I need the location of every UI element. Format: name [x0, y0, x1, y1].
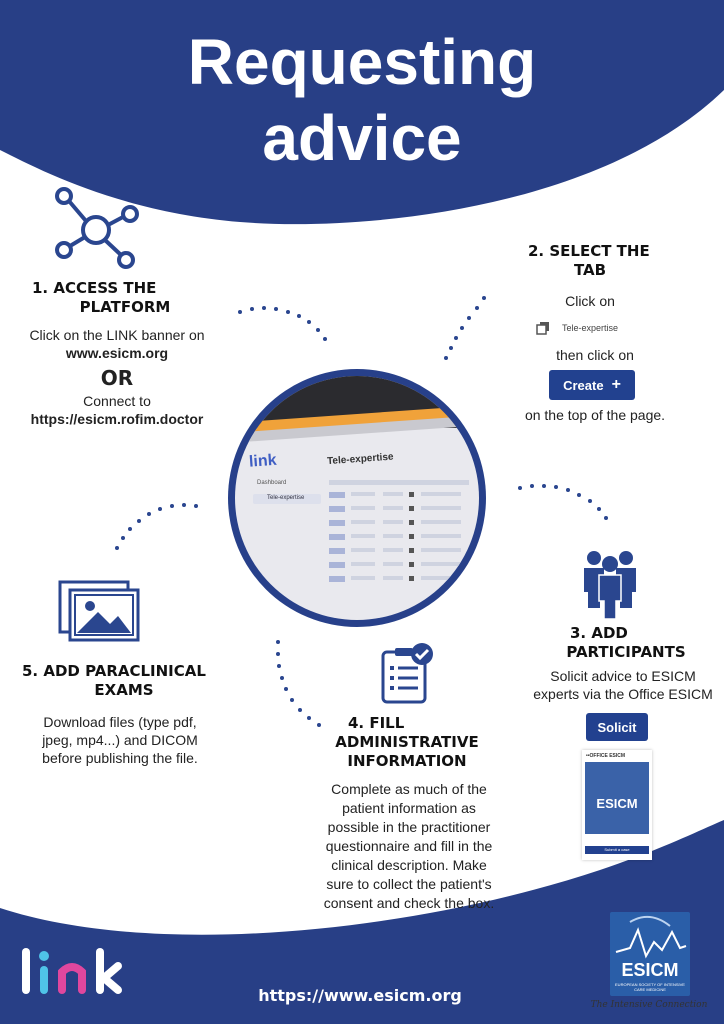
dotted-connectors [115, 296, 608, 727]
step5-heading-line2: EXAMS [94, 681, 154, 699]
screen-nav-active: Tele-expertise [253, 494, 321, 504]
step4-text-line: questionnaire and fill in the [325, 838, 493, 854]
step5-text-line2: jpeg, mp4...) and DICOM [42, 732, 198, 748]
link-logo [22, 948, 122, 994]
step4-heading-line1: 4. FILL [348, 714, 405, 732]
step2-text-then: then click on [556, 347, 634, 363]
page-title: Requesting advice [0, 24, 724, 176]
screen-title: Tele-expertise [326, 451, 394, 468]
screen-table [329, 480, 469, 582]
step4-text-line: patient information as [342, 800, 476, 816]
screen-nav-dashboard: Dashboard [257, 480, 287, 486]
tagline: The Intensive Connection [590, 1000, 708, 1010]
step1-heading-line1: 1. ACCESS THE [32, 279, 157, 297]
esicm-emblem [615, 915, 687, 959]
step1-text-line: Click on the LINK banner on [29, 327, 205, 343]
office-esicm-label: ••OFFICE ESICM [586, 753, 626, 759]
step5-heading-line1: 5. ADD PARACLINICAL [22, 662, 206, 680]
card-submit-button[interactable]: Submit a case [585, 846, 649, 854]
footer-url[interactable]: https://www.esicm.org [258, 986, 462, 1005]
step2-heading-line1: 2. SELECT THE [528, 242, 650, 260]
group-users-icon [584, 551, 636, 620]
step2-text-click: Click on [565, 293, 615, 309]
screen-photo-inner: link Tele-expertise Dashboard Tele-exper… [235, 376, 479, 620]
step4-text-line: consent and check the box. [323, 895, 495, 911]
step3-heading: 3. ADD PARTICIPANTS [556, 624, 696, 662]
step1-heading-line2: PLATFORM [79, 298, 171, 316]
title-line-2: advice [262, 102, 462, 174]
screen-nav-teleexpertise: Tele-expertise [267, 495, 305, 501]
step3-text-line1: Solicit advice to ESICM [550, 668, 696, 684]
step1-text: Click on the LINK banner on www.esicm.or… [12, 326, 222, 428]
step4-text: Complete as much of the patient informat… [314, 780, 504, 913]
tele-expertise-label: Tele-expertise [562, 323, 619, 333]
step5-text: Download files (type pdf, jpeg, mp4...) … [20, 713, 220, 767]
step2-text-top: on the top of the page. [524, 407, 666, 423]
plus-icon: + [611, 376, 621, 393]
create-button[interactable]: Create + [549, 370, 635, 400]
solicit-button[interactable]: Solicit [586, 713, 648, 741]
esicm-logo: ESICM EUROPEAN SOCIETY OF INTENSIVE CARE… [610, 912, 690, 996]
step3-heading-line2: PARTICIPANTS [566, 643, 686, 661]
step1-or: OR [100, 366, 134, 390]
step1-url-rofim[interactable]: https://esicm.rofim.doctor [30, 411, 204, 427]
step3-text-line2: experts via the Office ESICM [533, 686, 713, 702]
office-esicm-card[interactable]: ••OFFICE ESICM ESICM Submit a case [582, 750, 652, 860]
create-label: Create [563, 377, 604, 393]
card-esicm-text: ESICM [596, 796, 638, 811]
step4-text-line: sure to collect the patient's [326, 876, 492, 892]
step5-text-line3: before publishing the file. [42, 750, 198, 766]
step1-heading: 1. ACCESS THE PLATFORM [20, 279, 200, 317]
screen-link-logo: link [248, 451, 278, 471]
footer-wave [0, 820, 724, 1024]
copy-tab-icon [536, 322, 549, 335]
step2-heading-line2: TAB [573, 261, 607, 279]
step4-text-line: Complete as much of the [331, 781, 487, 797]
step2-heading: 2. SELECT THE TAB [520, 242, 660, 280]
esicm-logo-subtext: EUROPEAN SOCIETY OF INTENSIVE CARE MEDIC… [615, 982, 685, 992]
esicm-logo-text: ESICM [621, 960, 679, 980]
images-icon [58, 580, 140, 642]
title-line-1: Requesting [187, 26, 537, 98]
step1-url-esicm[interactable]: www.esicm.org [65, 345, 169, 361]
tele-expertise-tab[interactable]: Tele-expertise [536, 320, 646, 336]
step5-heading: 5. ADD PARACLINICAL EXAMS [14, 662, 214, 700]
step4-heading-line2: ADMINISTRATIVE [335, 733, 479, 751]
step4-heading-line3: INFORMATION [347, 752, 467, 770]
solicit-label: Solicit [597, 719, 637, 735]
step1-text-line2: Connect to [83, 393, 151, 409]
step4-text-line: possible in the practitioner [327, 819, 491, 835]
network-hub-icon [55, 187, 139, 269]
step4-text-line: clinical description. Make [331, 857, 487, 873]
checklist-icon [381, 643, 433, 704]
header-wave [0, 0, 724, 225]
step3-text: Solicit advice to ESICM experts via the … [528, 667, 718, 703]
step5-text-line1: Download files (type pdf, [43, 714, 197, 730]
step3-heading-line1: 3. ADD [570, 624, 628, 642]
step4-heading: 4. FILL ADMINISTRATIVE INFORMATION [322, 714, 492, 771]
office-esicm-logo: ESICM [585, 762, 649, 834]
screen-photo: link Tele-expertise Dashboard Tele-exper… [228, 369, 486, 627]
